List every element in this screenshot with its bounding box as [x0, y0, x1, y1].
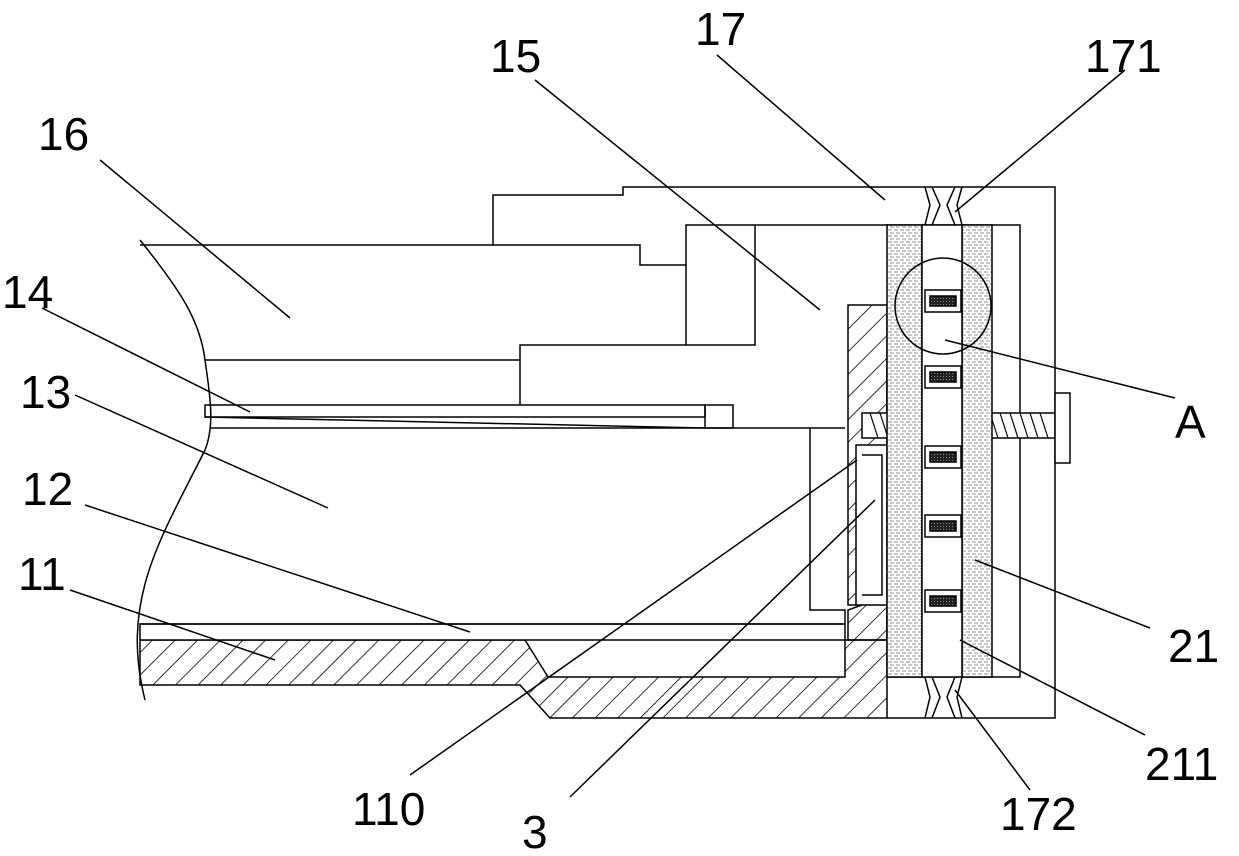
bearing-171 — [925, 187, 962, 225]
label-171: 171 — [1085, 30, 1162, 82]
label-14: 14 — [2, 266, 53, 318]
housing-16 — [140, 245, 686, 405]
label-211: 211 — [1145, 738, 1218, 790]
label-12: 12 — [22, 463, 73, 515]
column-21-left — [887, 225, 922, 677]
bearing-172 — [925, 677, 962, 718]
body-13 — [140, 428, 845, 624]
label-172: 172 — [1000, 788, 1077, 840]
label-15: 15 — [490, 30, 541, 82]
label-110: 110 — [352, 783, 425, 835]
label-17: 17 — [695, 3, 746, 55]
column-21-right — [962, 225, 992, 677]
label-16: 16 — [38, 108, 89, 160]
label-3: 3 — [522, 806, 548, 856]
label-11: 11 — [18, 548, 66, 600]
strip-14 — [205, 405, 705, 417]
label-13: 13 — [20, 366, 71, 418]
label-21: 21 — [1168, 620, 1219, 672]
label-a: A — [1175, 396, 1206, 448]
